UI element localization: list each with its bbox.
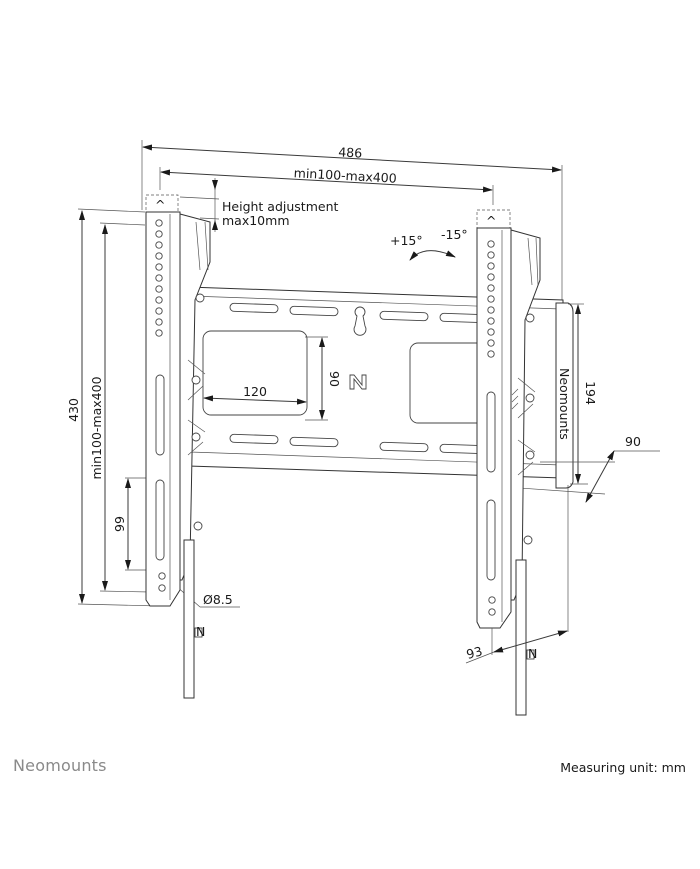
wall-plate-bottom-slots xyxy=(229,433,489,455)
tilt-indicator: +15° -15° xyxy=(390,227,468,261)
tilt-plus-label: +15° xyxy=(390,233,423,248)
vesa-width-dimension: min100-max400 xyxy=(159,165,494,205)
overall-height-label: 430 xyxy=(66,398,81,422)
wall-plate-side-bracket: Neomounts xyxy=(555,302,574,489)
overall-height-dimension: 430 xyxy=(66,208,161,607)
cutout-width-label: 120 xyxy=(243,384,267,399)
right-tag-label: N xyxy=(528,646,537,661)
overall-width-label: 486 xyxy=(338,144,363,160)
hole-diameter-label: Ø8.5 xyxy=(203,592,233,607)
svg-text:^: ^ xyxy=(486,213,496,228)
wall-plate xyxy=(187,286,564,479)
svg-text:^: ^ xyxy=(155,197,165,212)
vesa-width-label: min100-max400 xyxy=(293,165,397,186)
overall-width-dimension: 486 xyxy=(141,140,563,310)
right-mounting-arm: ^ N xyxy=(476,209,541,716)
depth-label: 90 xyxy=(625,434,641,449)
height-adjustment-dimension: Height adjustment max10mm xyxy=(179,178,338,232)
height-adjustment-label: Height adjustment xyxy=(222,199,338,214)
wall-plate-brand-text: Neomounts xyxy=(557,368,572,440)
left-mounting-arm: ^ N xyxy=(145,194,211,699)
right-arm-holes xyxy=(487,240,496,616)
tilt-minus-label: -15° xyxy=(441,227,468,242)
brand-logo: Neomounts xyxy=(13,756,107,775)
cutout-height-label: 90 xyxy=(327,371,342,387)
height-adjustment-max-label: max10mm xyxy=(222,213,290,228)
left-arm-holes xyxy=(155,219,166,592)
cutout-width-dimension: 120 xyxy=(203,384,307,405)
vesa-height-label: min100-max400 xyxy=(89,376,104,479)
logo-mark-icon xyxy=(349,374,367,390)
hole-spacing-label: 99 xyxy=(112,516,127,532)
max-depth-label: 93 xyxy=(465,643,484,662)
wall-plate-height-dimension: 194 xyxy=(568,303,598,485)
measuring-unit-label: Measuring unit: mm xyxy=(560,760,686,775)
wall-plate-top-slots xyxy=(229,302,489,324)
cutout-height-dimension: 90 xyxy=(305,336,342,421)
vesa-height-dimension: min100-max400 xyxy=(89,222,151,593)
wall-plate-height-label: 194 xyxy=(583,381,598,405)
left-tag-label: N xyxy=(196,624,205,639)
keyhole-icon xyxy=(353,306,367,336)
max-depth-dimension: 93 xyxy=(465,485,569,664)
